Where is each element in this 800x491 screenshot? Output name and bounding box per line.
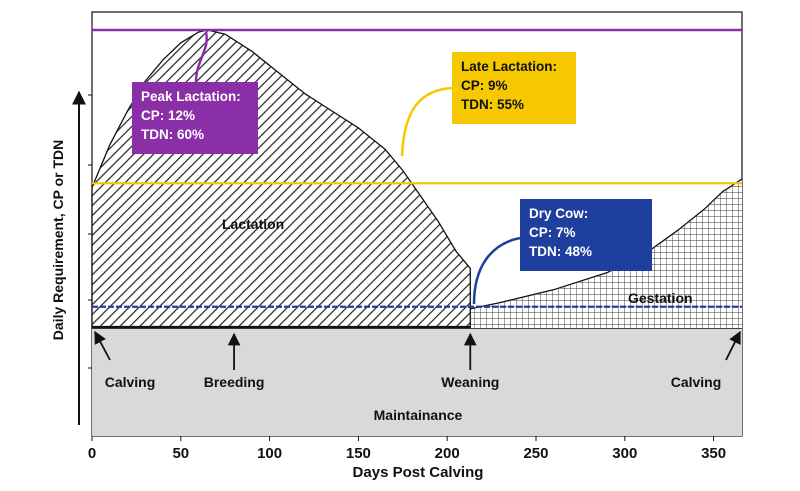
event-label: Calving — [105, 374, 156, 390]
callout-text: Late Lactation: — [461, 59, 557, 74]
x-tick-label: 150 — [346, 445, 371, 462]
x-tick-label: 300 — [612, 445, 637, 462]
event-markers: Calving Breeding Weaning Calving — [94, 330, 741, 390]
callout-arrow — [194, 31, 208, 83]
gestation-area — [260, 179, 742, 328]
x-tick-label: 0 — [88, 445, 96, 462]
x-tick-label: 250 — [523, 445, 548, 462]
x-tick-label: 350 — [701, 445, 726, 462]
x-axis-ticks: 0 50 100 150 200 250 300 350 — [88, 94, 726, 462]
event-label: Breeding — [204, 374, 265, 390]
callout-box — [132, 82, 258, 154]
callout-box — [452, 52, 576, 124]
callout-text: TDN: 48% — [529, 244, 592, 259]
event-label: Calving — [671, 374, 722, 390]
gestation-area-label: Gestation — [628, 290, 693, 306]
event-arrow — [94, 330, 111, 361]
callout-text: Dry Cow: — [529, 206, 588, 221]
event-arrow — [725, 330, 741, 361]
callout-arrow — [472, 236, 521, 305]
callout-boxes: Peak Lactation: CP: 12% TDN: 60% Late Lacta… — [132, 31, 652, 305]
callout-box — [520, 199, 652, 271]
y-axis-label: Daily Requirement, CP or TDN — [50, 140, 66, 340]
callout-text: CP: 7% — [529, 225, 576, 240]
maintenance-area — [92, 328, 742, 436]
x-tick-label: 50 — [172, 445, 189, 462]
callout-text: Peak Lactation: — [141, 89, 241, 104]
event-label: Weaning — [441, 374, 499, 390]
callout-text: CP: 12% — [141, 108, 195, 123]
callout-text: TDN: 55% — [461, 97, 524, 112]
x-tick-label: 100 — [257, 445, 282, 462]
callout-arrow — [400, 86, 453, 157]
callout-text: CP: 9% — [461, 78, 508, 93]
reference-lines — [92, 28, 742, 308]
x-tick-label: 200 — [435, 445, 460, 462]
x-axis-label: Days Post Calving — [353, 464, 484, 481]
maintenance-area-label: Maintainance — [374, 407, 463, 423]
callout-text: TDN: 60% — [141, 127, 204, 142]
lactation-area-label: Lactation — [222, 216, 284, 232]
